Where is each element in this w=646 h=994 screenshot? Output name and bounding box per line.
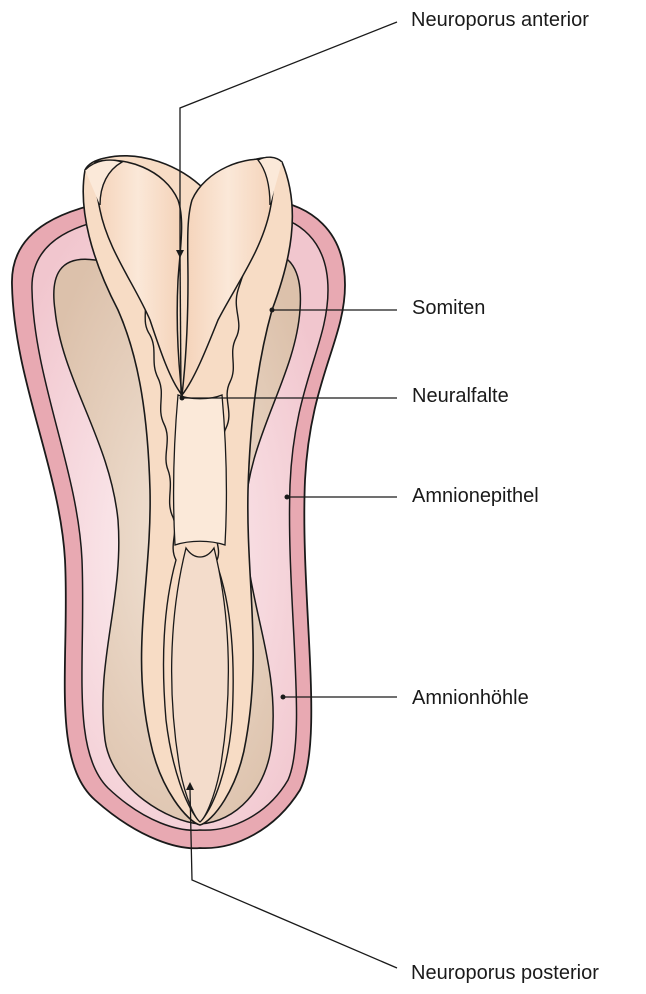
dot-somiten bbox=[270, 308, 275, 313]
label-amnionepithel: Amnionepithel bbox=[412, 486, 539, 506]
neural-tube-closed bbox=[174, 395, 227, 545]
label-neuralfalte: Neuralfalte bbox=[412, 386, 509, 406]
label-neuroporus-anterior: Neuroporus anterior bbox=[411, 10, 589, 30]
dot-amnionhoehle bbox=[281, 695, 286, 700]
label-neuroporus-posterior: Neuroporus posterior bbox=[411, 963, 599, 983]
dot-amnionepithel bbox=[285, 495, 290, 500]
label-amnionhoehle: Amnionhöhle bbox=[412, 688, 529, 708]
dot-neuralfalte bbox=[180, 396, 185, 401]
anterior-groove-line bbox=[180, 255, 181, 395]
label-somiten: Somiten bbox=[412, 298, 485, 318]
